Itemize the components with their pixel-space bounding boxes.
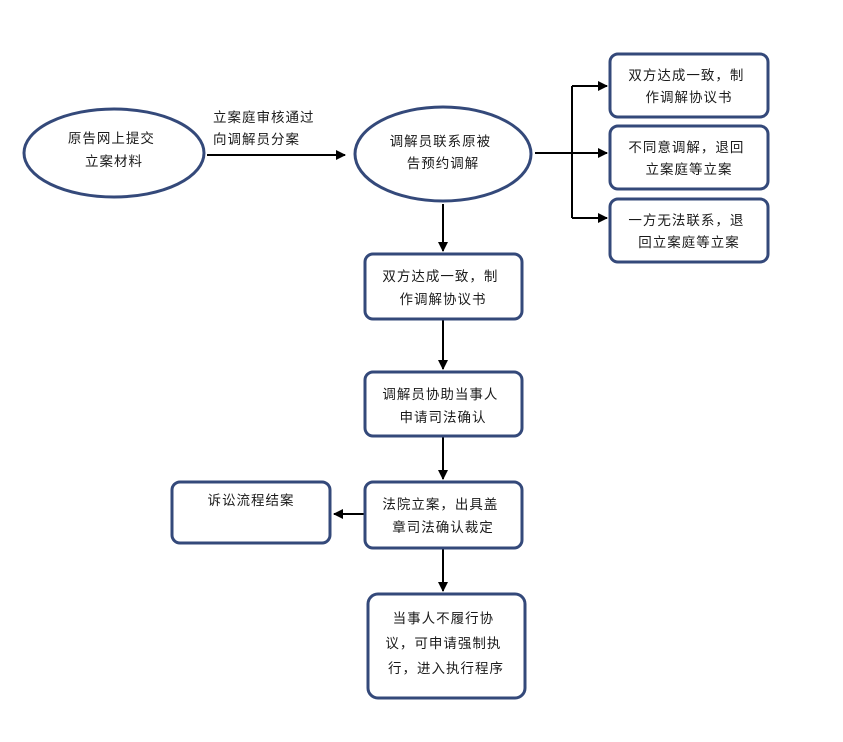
svg-text:法院立案，出具盖 章司法确认裁定: 法院立案，出具盖 章司法确认裁定 [382,496,503,536]
svg-text:当事人不履行协 议，可申请强制执 行: 当事人不履行协 议，可申请强制执 行，进入执行程序 [385,611,506,677]
node-assist: 调解员协助当事人 申请司法确认 [363,370,524,438]
svg-text:双方达成一致，制 作调解协议书: 双方达成一致，制 作调解协议书 [382,269,503,308]
node-agree: 双方达成一致，制 作调解协议书 [363,252,524,321]
edge-label-review: 立案庭审核通过 向调解员分案 [213,109,320,148]
svg-text:原告网上提交 立案材料: 原告网上提交 立案材料 [68,130,160,170]
node-mediator-contact: 调解员联系原被 告预约调解 [353,105,533,203]
node-side-agree: 双方达成一致，制 作调解协议书 [608,52,770,119]
svg-text:双方达成一致，制 作调解协议书: 双方达成一致，制 作调解协议书 [628,68,749,106]
node-start: 原告网上提交 立案材料 [22,107,206,199]
svg-text:调解员协助当事人 申请司法确认: 调解员协助当事人 申请司法确认 [382,387,503,426]
node-side-unreachable: 一方无法联系，退 回立案庭等立案 [608,197,770,264]
node-side-disagree: 不同意调解，退回 立案庭等立案 [608,124,770,191]
svg-text:不同意调解，退回 立案庭等立案: 不同意调解，退回 立案庭等立案 [628,139,749,178]
node-end-litigation: 诉讼流程结案 [170,480,332,545]
svg-text:诉讼流程结案: 诉讼流程结案 [208,492,295,509]
branch-connector [535,81,608,223]
node-enforce: 当事人不履行协 议，可申请强制执 行，进入执行程序 [366,592,527,700]
svg-text:一方无法联系，退 回立案庭等立案: 一方无法联系，退 回立案庭等立案 [628,213,749,251]
svg-text:调解员联系原被 告预约调解: 调解员联系原被 告预约调解 [390,134,497,172]
node-court: 法院立案，出具盖 章司法确认裁定 [363,480,524,550]
